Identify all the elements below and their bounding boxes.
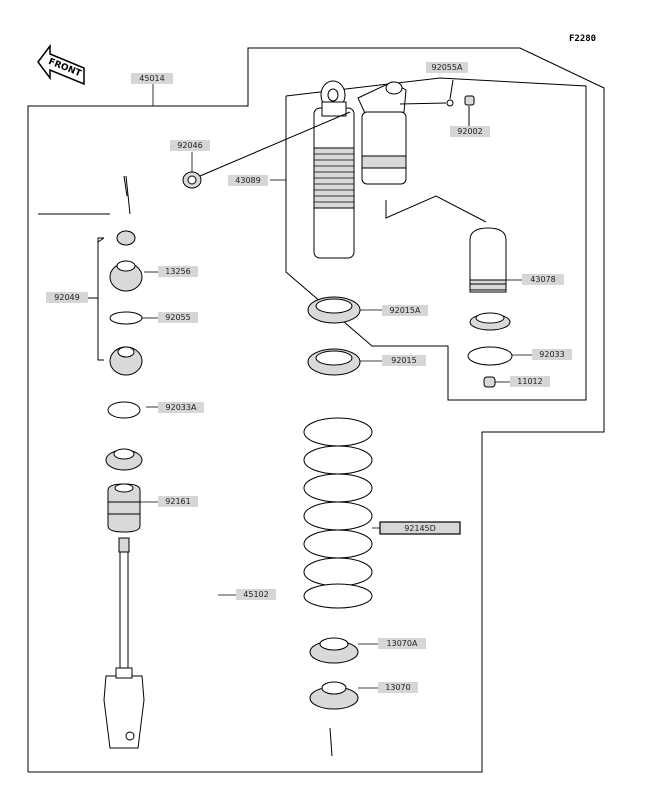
cap-bushing-part [109, 260, 143, 292]
svg-text:43078: 43078 [530, 275, 555, 284]
spring-seat-a-part [309, 637, 359, 664]
svg-text:92015: 92015 [391, 356, 416, 365]
label-13070A: 13070A [378, 638, 426, 649]
valve-cap-part [464, 95, 475, 106]
svg-text:92055A: 92055A [432, 63, 463, 72]
label-43089: 43089 [228, 175, 268, 186]
label-92033: 92033 [532, 349, 572, 360]
label-92055A: 92055A [426, 62, 468, 73]
locknut-a-part [307, 296, 361, 324]
label-45102: 45102 [236, 589, 276, 600]
oring-small-part [446, 99, 454, 107]
label-13256: 13256 [158, 266, 198, 277]
locknut-part [307, 348, 361, 376]
nut-part [116, 230, 136, 246]
svg-text:13070: 13070 [385, 683, 410, 692]
reservoir-outline [285, 77, 587, 401]
svg-text:45014: 45014 [139, 74, 164, 83]
bump-stop-part [107, 483, 141, 533]
label-11012: 11012 [510, 376, 550, 387]
svg-text:11012: 11012 [517, 377, 542, 386]
svg-text:92055: 92055 [165, 313, 190, 322]
cap-collar-part [469, 312, 511, 331]
svg-text:92145D: 92145D [404, 524, 436, 533]
label-45014: 45014 [131, 73, 173, 84]
circlip-part [107, 401, 141, 419]
label-13070: 13070 [378, 682, 418, 693]
label-43078: 43078 [522, 274, 564, 285]
cap-group-lead [125, 175, 131, 215]
svg-text:92015A: 92015A [390, 306, 421, 315]
svg-text:13070A: 13070A [387, 639, 418, 648]
label-92145D: 92145D [379, 521, 461, 535]
svg-text:92033: 92033 [539, 350, 564, 359]
small-cap-part [483, 376, 496, 388]
piston-rod-part [103, 537, 145, 749]
svg-text:92161: 92161 [165, 497, 190, 506]
label-92015: 92015 [382, 355, 426, 366]
rod-cap-part [105, 448, 143, 471]
svg-text:92046: 92046 [177, 141, 202, 150]
label-92049: 92049 [46, 292, 88, 303]
svg-text:13256: 13256 [165, 267, 190, 276]
oring-part [109, 311, 143, 325]
shock-body-part [313, 80, 407, 259]
figure-code: F2280 [569, 34, 596, 44]
svg-text:45102: 45102 [243, 590, 268, 599]
assembly-outline [27, 47, 605, 773]
label-92161: 92161 [158, 496, 198, 507]
spring-part [303, 417, 373, 609]
bushing-part [182, 171, 202, 189]
svg-text:92033A: 92033A [166, 403, 197, 412]
label-92002: 92002 [450, 126, 490, 137]
svg-text:43089: 43089 [235, 176, 260, 185]
svg-text:92002: 92002 [457, 127, 482, 136]
front-arrow-icon: FRONT [37, 43, 85, 86]
label-92033A: 92033A [158, 402, 204, 413]
label-92015A: 92015A [382, 305, 428, 316]
reservoir-cap-part [469, 227, 507, 293]
oring-large-part [467, 346, 513, 366]
label-92046: 92046 [170, 140, 210, 151]
spring-guide-part [309, 681, 359, 710]
svg-text:92049: 92049 [54, 293, 79, 302]
label-92055: 92055 [158, 312, 198, 323]
cap-seal-part [109, 346, 143, 376]
